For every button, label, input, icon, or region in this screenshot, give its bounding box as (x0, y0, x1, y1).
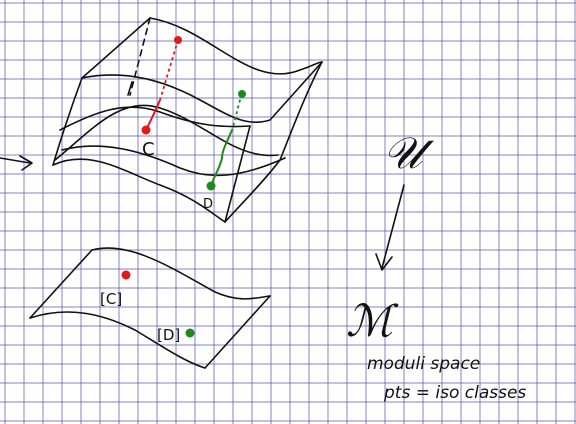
incoming-arrow-head (19, 155, 33, 171)
curve-c-visible-part (145, 99, 161, 131)
label-class-c: [C] (100, 290, 122, 308)
label-d: D (203, 197, 213, 212)
box-top-back-edge (149, 17, 323, 75)
sheet-front-edge (29, 311, 206, 369)
label-class-d: [D] (157, 326, 180, 344)
class-d-dot (185, 328, 195, 338)
curve-d-bottom-dot (206, 181, 216, 191)
box-top-front-edge (81, 61, 323, 123)
sheet-left-edge (29, 249, 93, 319)
incoming-arrow (0, 155, 33, 171)
projection-arrow-head (375, 253, 393, 271)
box-hidden-vertical (127, 81, 133, 96)
curve-d-hidden-part (231, 93, 243, 131)
moduli-sheet (29, 247, 271, 369)
box-left-top-edge (81, 17, 151, 79)
sheet-back-edge (91, 247, 271, 300)
fibre-lower-surface (61, 145, 286, 177)
curve-c-bottom-dot (141, 125, 151, 135)
moduli-space-caption: moduli space (367, 354, 480, 374)
projection-arrow-shaft (381, 184, 405, 269)
projection-arrow (375, 184, 405, 271)
curve-d-visible-part (210, 129, 233, 187)
curve-c-hidden-part (159, 39, 179, 101)
fibre-middle-surface (54, 104, 279, 161)
box-hidden-edge (129, 17, 151, 96)
fibre-upper-surface (59, 106, 251, 131)
curve-d-top-dot (238, 90, 246, 98)
class-c-dot (121, 270, 131, 280)
box-right-edge (224, 61, 323, 223)
curve-c-top-dot (174, 36, 182, 44)
curve-d (206, 90, 246, 191)
box-left-edge (52, 77, 83, 166)
sheet-right-edge (204, 295, 271, 369)
curve-c (141, 36, 182, 135)
points-caption: pts = iso classes (383, 383, 526, 403)
box-bottom-front-edge (52, 158, 226, 223)
label-moduli: ℳ (346, 296, 399, 347)
family-box (52, 17, 323, 223)
label-c: C (142, 139, 155, 160)
incoming-arrow-shaft (0, 157, 31, 164)
